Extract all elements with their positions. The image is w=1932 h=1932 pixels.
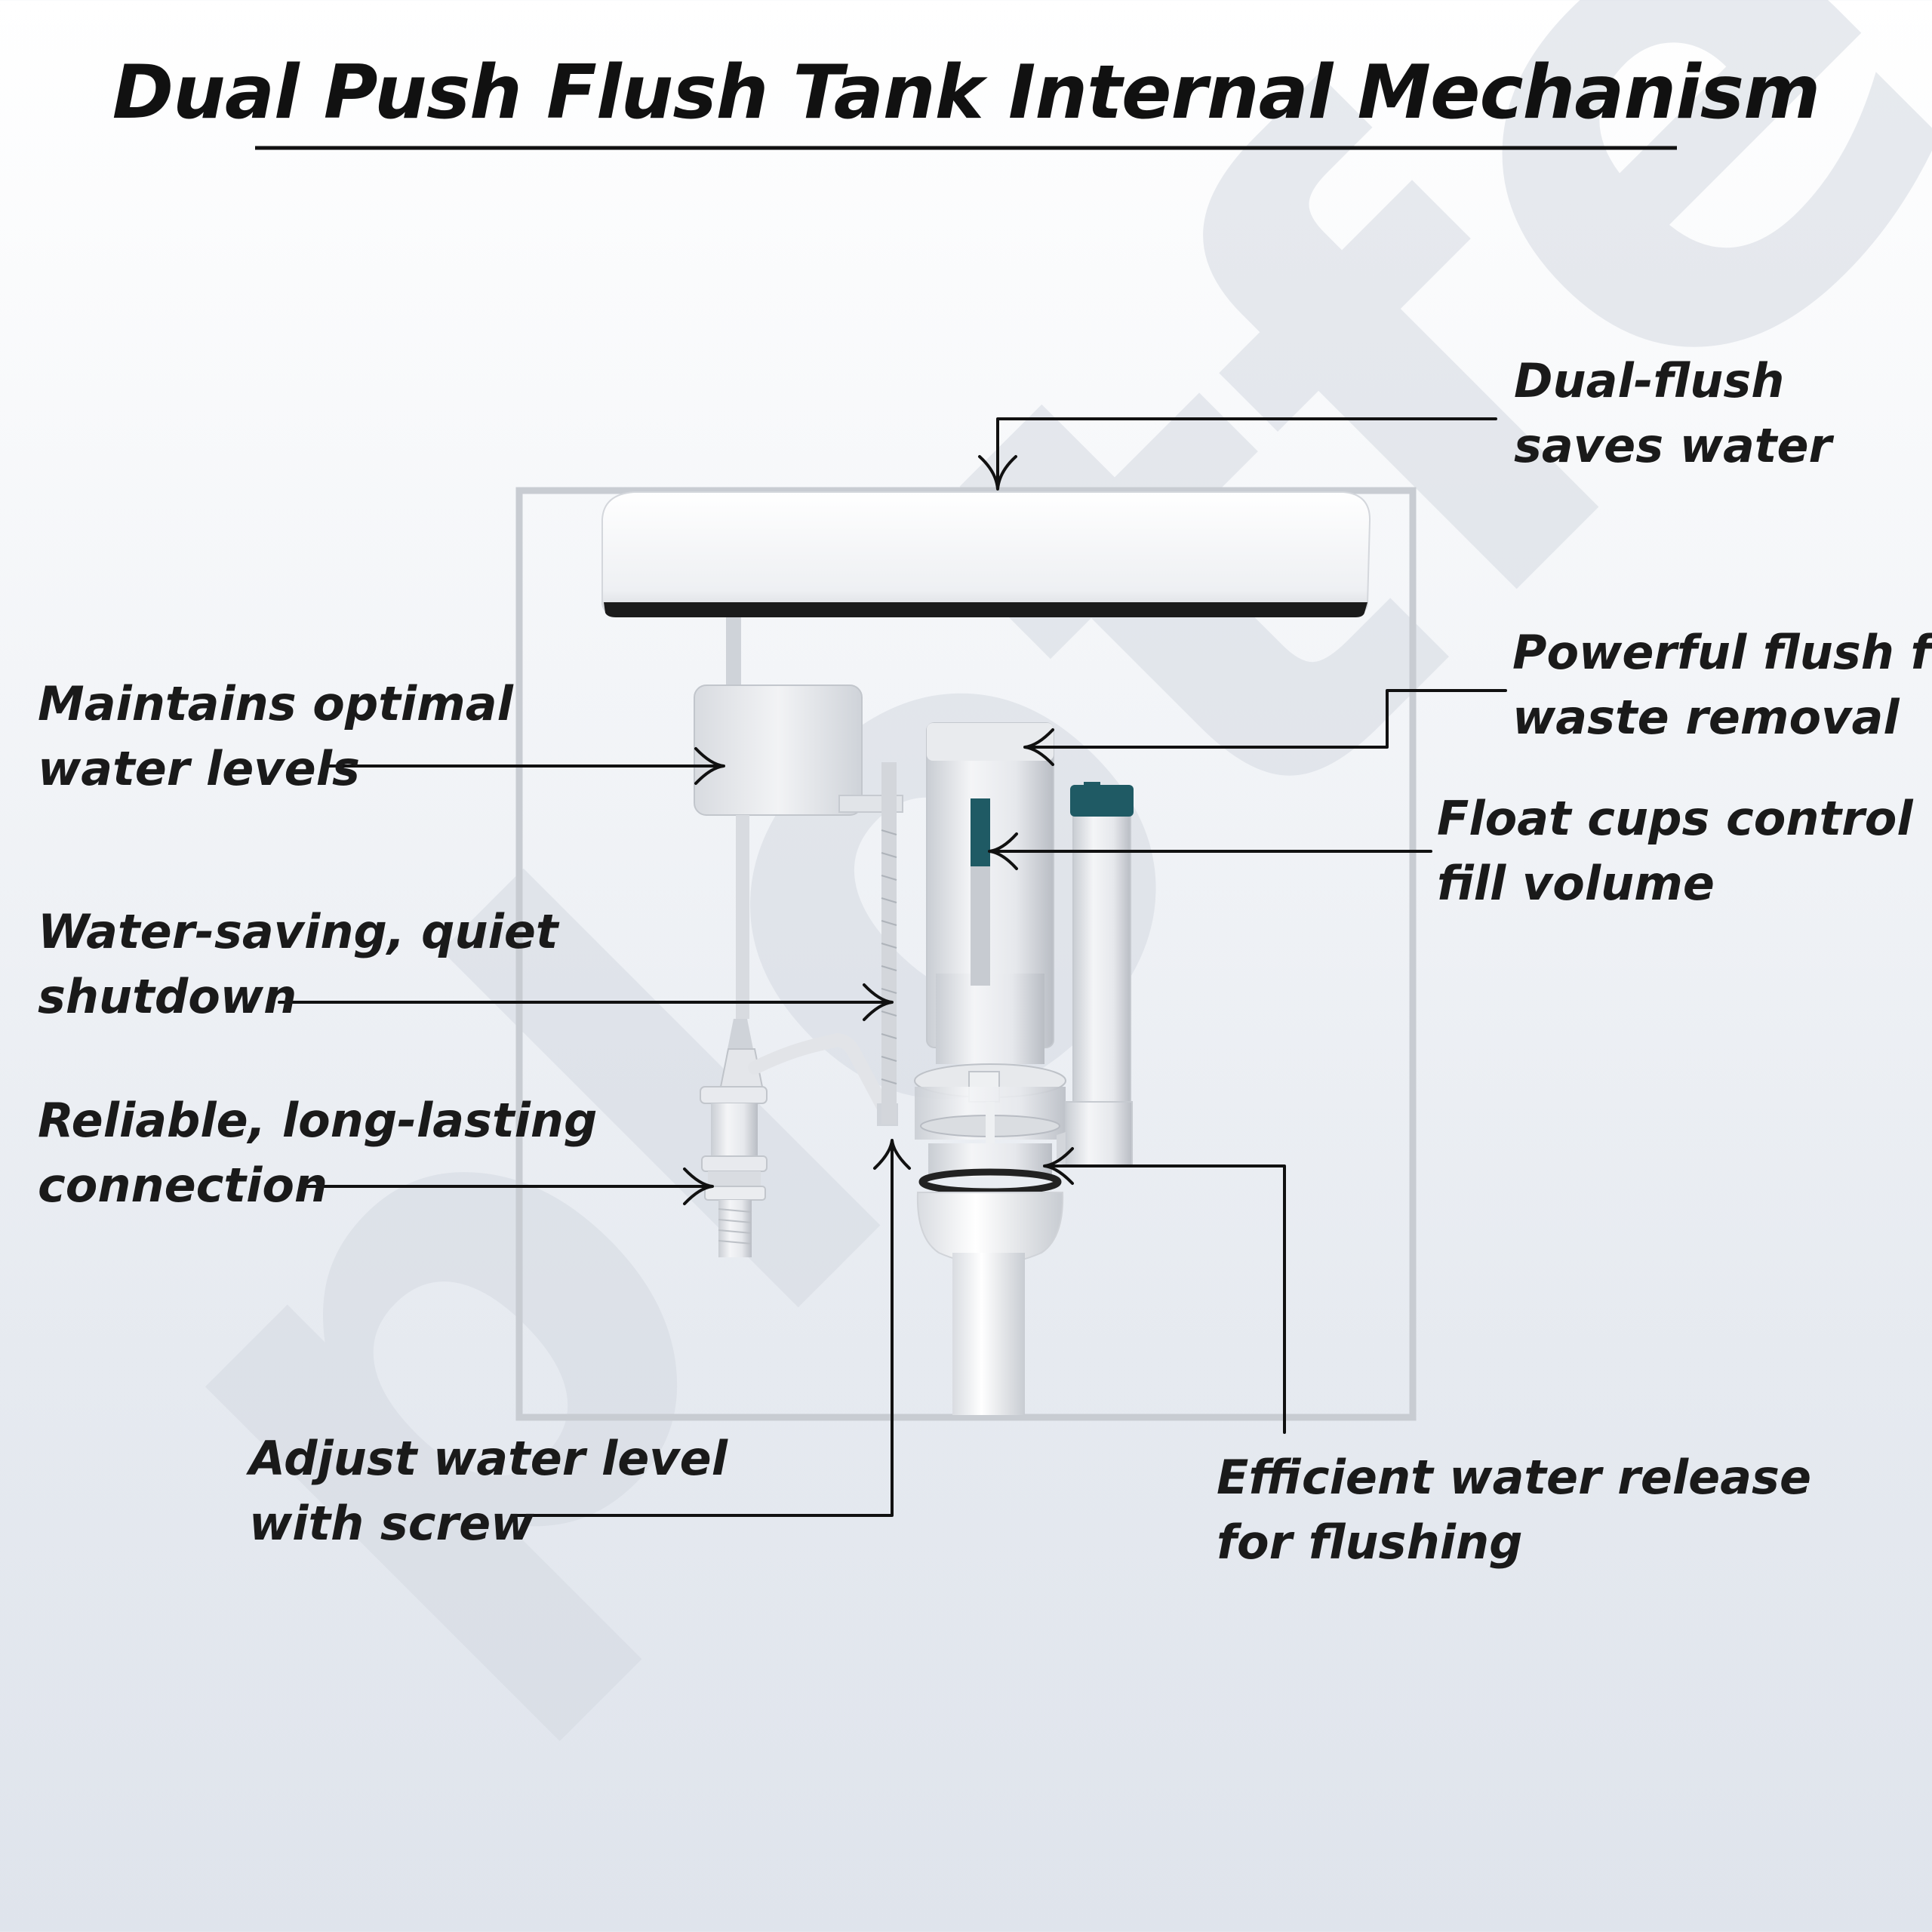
label-connection-line1: Reliable, long-lasting — [38, 1093, 598, 1148]
push-button-lid — [601, 491, 1371, 617]
label-dual-flush-line1: Dual-flush — [1514, 353, 1785, 408]
label-connection: Reliable, long-lasting connection — [38, 1088, 597, 1218]
label-float-cups-line1: Float cups control — [1437, 791, 1913, 846]
label-water-release-line1: Efficient water release — [1217, 1450, 1811, 1505]
label-float-cups-line2: fill volume — [1437, 856, 1715, 911]
label-quiet-shutdown-line1: Water-saving, quiet — [38, 904, 558, 959]
callout-line-dual-flush — [996, 417, 1497, 488]
fill-valve — [694, 617, 898, 1257]
fill-valve-arm — [748, 1032, 891, 1116]
label-dual-flush-line2: saves water — [1514, 418, 1832, 473]
callout-arrow-water-release — [1043, 1147, 1074, 1185]
page-title: Dual Push Flush Tank Internal Mechanism — [112, 50, 1820, 136]
callout-arrow-dual-flush — [978, 455, 1017, 491]
label-float-cups: Float cups control fill volume — [1437, 786, 1913, 916]
flush-valve — [914, 722, 1066, 1415]
callout-lines — [278, 417, 1507, 1517]
callout-arrow-adjust-screw — [873, 1139, 911, 1170]
outlet-pipe — [952, 1253, 1025, 1415]
overflow-tube — [1057, 782, 1134, 1166]
label-powerful-flush-line2: waste removal — [1512, 690, 1900, 745]
label-adjust-screw-line2: with screw — [249, 1496, 534, 1551]
label-water-release: Efficient water release for flushing — [1217, 1445, 1811, 1575]
label-optimal-levels-line1: Maintains optimal — [38, 676, 513, 731]
label-water-release-line2: for flushing — [1217, 1515, 1523, 1570]
label-connection-line2: connection — [38, 1158, 328, 1213]
callout-arrow-connection — [683, 1168, 714, 1205]
float-cup — [694, 685, 863, 816]
label-adjust-screw-line1: Adjust water level — [249, 1431, 728, 1486]
float-indicator — [971, 798, 990, 866]
callout-arrow-float-cups — [988, 832, 1018, 870]
label-quiet-shutdown: Water-saving, quiet shutdown — [38, 900, 558, 1029]
label-powerful-flush-line1: Powerful flush for — [1512, 625, 1932, 680]
label-optimal-levels-line2: water levels — [38, 741, 360, 796]
label-quiet-shutdown-line2: shutdown — [38, 969, 297, 1024]
callout-line-water-release — [1046, 1164, 1286, 1434]
label-dual-flush: Dual-flush saves water — [1514, 349, 1832, 478]
label-adjust-screw: Adjust water level with screw — [249, 1426, 728, 1556]
callout-line-adjust-screw — [512, 1142, 894, 1517]
callout-line-powerful-flush — [1026, 689, 1507, 749]
adjustment-screw — [838, 762, 903, 1124]
callout-arrow-optimal-levels — [694, 747, 725, 785]
callout-arrow-powerful-flush — [1023, 728, 1054, 766]
threaded-connector — [718, 1200, 752, 1257]
label-optimal-levels: Maintains optimal water levels — [38, 672, 513, 801]
callout-arrow-quiet-shutdown — [863, 983, 894, 1021]
label-powerful-flush: Powerful flush for waste removal — [1512, 620, 1932, 750]
tank-outline — [515, 487, 1417, 1421]
